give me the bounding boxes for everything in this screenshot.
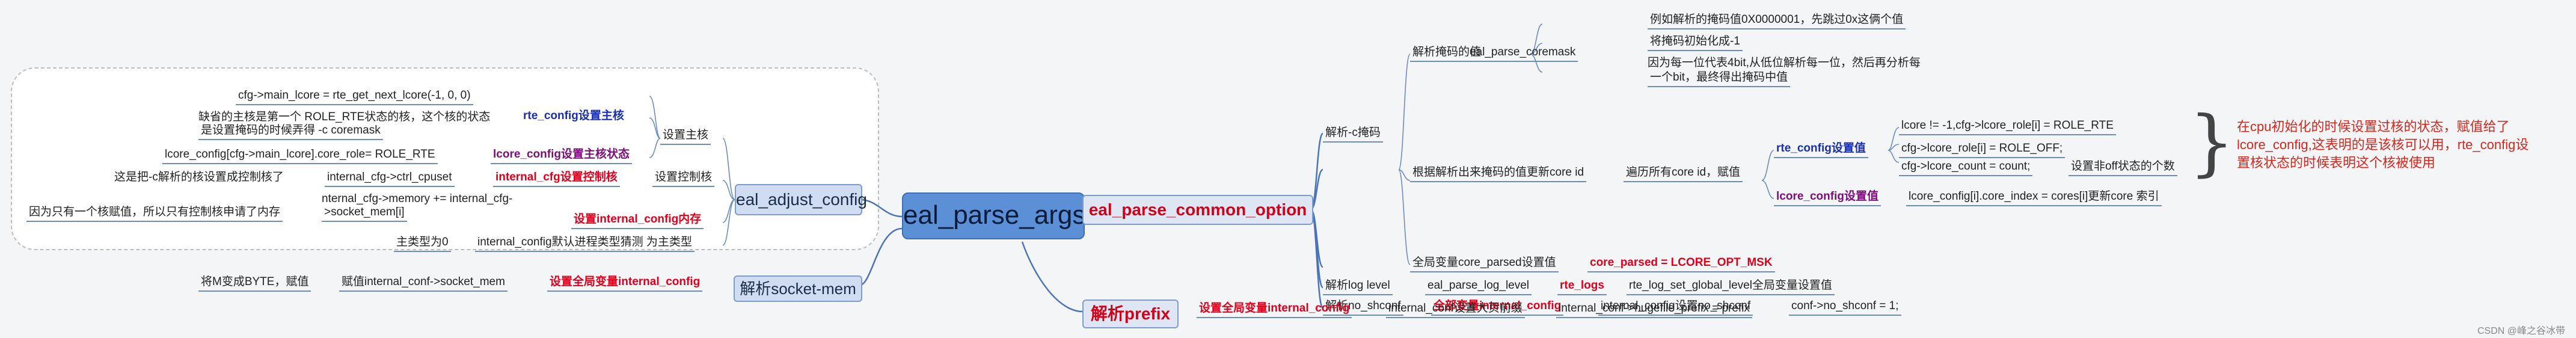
core-parsed-value: core_parsed = LCORE_OPT_MSK [1587,256,1775,272]
log-set-global: rte_log_set_global_level全局变量设置值 [1627,279,1835,295]
rte-line-role-rte: lcore != -1,cfg->lcore_role[i] = ROLE_RT… [1899,119,2116,135]
one-core-note: 因为只有一个核赋值，所以只有控制核申请了内存 [26,206,283,222]
no-shconf-label: 解析no_shconf [1323,300,1403,316]
internal-no-shconf: internal_config设置no_shconf [1598,300,1753,316]
prefix-assign: internal_conf->hugefile_prefix = prefix [1556,302,1752,318]
branch-eal-adjust-config[interactable]: eal_adjust_config [735,184,867,215]
default-main-1: 缺省的主核是第一个 ROLE_RTE状态的核，这个核的状态 [198,111,491,123]
lcore-main-state: lcore_config设置主核状态 [491,148,632,164]
rte-line-role-off: cfg->lcore_role[i] = ROLE_OFF; [1899,142,2065,158]
center-node[interactable]: eal_parse_args [902,192,1085,239]
socket-set-global: 设置全局变量internal_config [547,275,703,292]
ctrl-note: 这是把-c解析的核设置成控制核了 [114,171,284,183]
global-internal-config: 全部变量internal_config [1431,300,1564,316]
adjust-config-cloud-group [11,67,879,250]
brace: } [2189,101,2235,185]
socket-assign: 赋值internal_conf->socket_mem [339,275,508,292]
main-lcore: cfg->main_lcore = rte_get_next_lcore(-1,… [236,89,473,105]
branch-socket-mem[interactable]: 解析socket-mem [734,275,862,302]
internal-mem: 设置internal_config内存 [571,213,704,229]
ctrl-cpuset: internal_cfg->ctrl_cpuset [325,171,455,187]
red-note: 在cpu初始化的时候设置过核的状态，赋值给了lcore_config,这表明的是… [2237,119,2529,170]
log-level-label: 解析log level [1323,279,1393,295]
internal-ctrl: internal_cfg设置控制核 [493,171,620,187]
parse-mask-value: 解析掩码的值 [1410,46,1484,62]
rte-line-count: cfg->lcore_count = count; [1899,160,2033,176]
main-type: 主类型为0 [394,236,451,252]
rte-logs: rte_logs [1557,279,1607,295]
lcore-config-set-value: lcore_config设置值 [1774,190,1881,206]
socket-mb: 将M变成BYTE，赋值 [198,275,311,292]
conf-no-shconf: conf->no_shconf = 1; [1789,300,1901,316]
default-main-2: 是设置掩码的时候弄得 -c coremask [198,124,383,140]
prefix-big-page: internal_conf设置大页前缀 [1386,302,1525,318]
mask-note-1: 例如解析的掩码值0X0000001，先跳过0x这俩个值 [1648,13,1906,29]
set-core-id: 根据解析出来掩码的值更新core id [1410,166,1587,182]
set-main-core: 设置主核 [660,129,711,145]
set-ctrl-core: 设置控制核 [652,171,715,187]
rte-config-main: rte_config设置主核 [523,109,624,122]
branch-eal-parse-common-option[interactable]: eal_parse_common_option [1082,195,1313,225]
coremask-label: 解析-c掩码 [1323,126,1383,143]
lcore-index-line: lcore_config[i].core_index = cores[i]更新c… [1906,190,2162,206]
mask-note-2: 将掩码初始化成-1 [1648,35,1743,51]
branch-prefix[interactable]: 解析prefix [1082,300,1179,328]
mask-note-3: 因为每一位代表4bit,从低位解析每一位，然后再分析每 [1648,57,1921,69]
log-level-func: eal_parse_log_level [1425,279,1532,295]
rte-line-count-note: 设置非off状态的个数 [2068,160,2177,176]
memory-1: nternal_cfg->memory += internal_cfg- [322,192,513,205]
rte-config-set-value: rte_config设置值 [1774,142,1868,158]
iterate-core-id: 遍历所有core id，赋值 [1624,166,1743,182]
watermark: CSDN @峰之谷冰带 [2477,326,2566,336]
memory-2: >socket_mem[i] [322,206,407,222]
coremask-func: eal_parse_coremask [1467,46,1578,62]
mask-note-4: 一个bit，最终得出掩码中值 [1648,71,1791,87]
lcore-role: lcore_config[cfg->main_lcore].core_role=… [162,148,438,164]
default-type: internal_config默认进程类型猜测 为主类型 [475,236,695,252]
global-core-parsed: 全局变量core_parsed设置值 [1410,256,1559,272]
prefix-set-global: 设置全局变量internal_config [1197,302,1352,318]
